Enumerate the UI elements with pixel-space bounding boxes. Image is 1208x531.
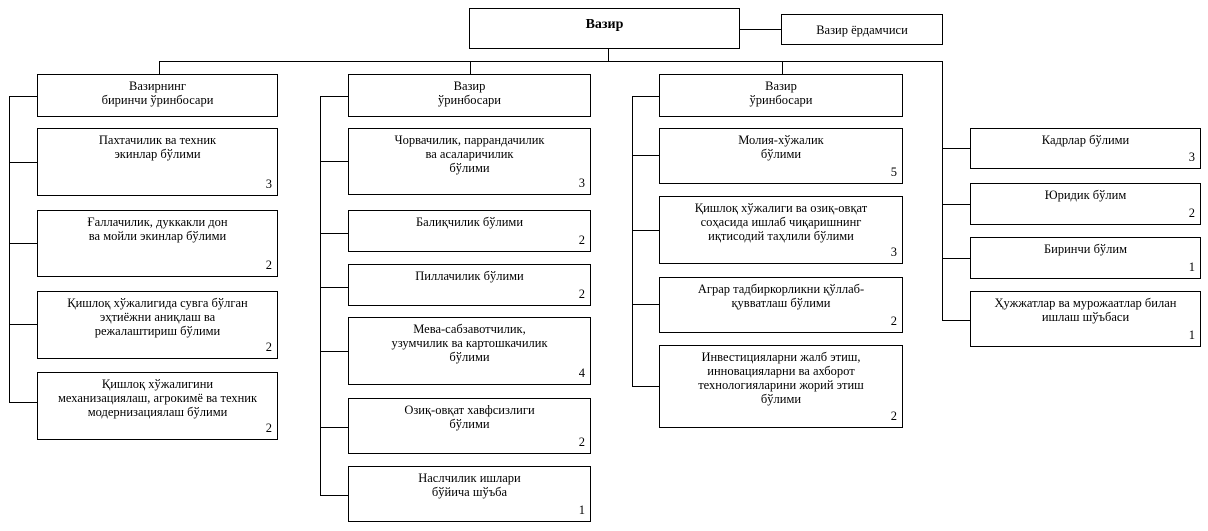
staff-count: 1 xyxy=(1188,328,1195,342)
staff-count: 4 xyxy=(578,366,585,380)
connector-col1-spine xyxy=(9,96,10,402)
department-box: Наслчилик ишлари бўйича шўъба 1 xyxy=(348,466,591,522)
department-box: Мева-сабзавотчилик, узумчилик ва картошк… xyxy=(348,317,591,385)
connector-col1-item-1 xyxy=(9,162,37,163)
connector-root-down xyxy=(608,48,609,62)
connector-col2-item-3 xyxy=(320,287,348,288)
staff-count: 3 xyxy=(1188,150,1195,164)
department-box: Ҳужжатлар ва мурожаатлар билан ишлаш шўъ… xyxy=(970,291,1201,347)
connector-col4-item-1 xyxy=(942,148,970,149)
department-label: Молия-хўжалик бўлими xyxy=(738,133,824,161)
connector-col4-item-2 xyxy=(942,204,970,205)
staff-count: 5 xyxy=(890,165,897,179)
department-label: Биринчи бўлим xyxy=(1043,242,1128,256)
connector-col1-drop xyxy=(159,61,160,74)
department-box: Қишлоқ хўжалиги ва озиқ-овқат соҳасида и… xyxy=(659,196,903,264)
department-label: Юридик бўлим xyxy=(1044,188,1127,202)
connector-col3-item-3 xyxy=(632,304,659,305)
department-box: Пиллачилик бўлими 2 xyxy=(348,264,591,306)
staff-count: 3 xyxy=(578,176,585,190)
department-label: Қишлоқ хўжалигида сувга бўлган эҳтиёжни … xyxy=(67,296,248,338)
connector-col2-item-5 xyxy=(320,427,348,428)
department-label: Мева-сабзавотчилик, узумчилик ва картошк… xyxy=(391,322,548,364)
department-label: Наслчилик ишлари бўйича шўъба xyxy=(418,471,521,499)
department-label: Қишлоқ хўжалиги ва озиқ-овқат соҳасида и… xyxy=(694,201,868,243)
staff-count: 2 xyxy=(1188,206,1195,220)
connector-top-bus xyxy=(159,61,943,62)
staff-count: 1 xyxy=(578,503,585,517)
connector-col3-item-4 xyxy=(632,386,659,387)
deputy-box: Вазир ўринбосари xyxy=(659,74,903,117)
department-label: Чорвачилик, паррандачилик ва асаларичили… xyxy=(394,133,545,175)
department-box: Инвестицияларни жалб этиш, инновацияларн… xyxy=(659,345,903,428)
department-box: Балиқчилик бўлими 2 xyxy=(348,210,591,252)
staff-count: 2 xyxy=(890,314,897,328)
department-label: Қишлоқ хўжалигини механизациялаш, агроки… xyxy=(57,377,258,419)
department-label: Балиқчилик бўлими xyxy=(415,215,524,229)
connector-col4-item-3 xyxy=(942,258,970,259)
department-label: Ғаллачилик, дуккакли дон ва мойли экинла… xyxy=(87,215,228,243)
staff-count: 3 xyxy=(265,177,272,191)
connector-col1-head xyxy=(9,96,37,97)
connector-col1-item-2 xyxy=(9,243,37,244)
connector-col3-drop xyxy=(782,61,783,74)
first-deputy-label: Вазирнинг биринчи ўринбосари xyxy=(101,79,214,107)
department-box: Молия-хўжалик бўлими 5 xyxy=(659,128,903,184)
connector-col4-item-4 xyxy=(942,320,970,321)
department-box: Юридик бўлим 2 xyxy=(970,183,1201,225)
staff-count: 1 xyxy=(1188,260,1195,274)
connector-col4-spine xyxy=(942,61,943,320)
connector-col2-drop xyxy=(470,61,471,74)
connector-col2-spine xyxy=(320,96,321,496)
staff-count: 2 xyxy=(578,287,585,301)
department-label: Аграр тадбиркорликни қўллаб- қувватлаш б… xyxy=(697,282,865,310)
department-box: Аграр тадбиркорликни қўллаб- қувватлаш б… xyxy=(659,277,903,333)
connector-col3-item-2 xyxy=(632,230,659,231)
minister-label: Вазир xyxy=(585,17,624,32)
connector-col1-item-3 xyxy=(9,324,37,325)
deputy-box: Вазир ўринбосари xyxy=(348,74,591,117)
department-box: Кадрлар бўлими 3 xyxy=(970,128,1201,169)
assistant-label: Вазир ёрдамчиси xyxy=(816,23,908,37)
staff-count: 2 xyxy=(890,409,897,423)
minister-box: Вазир xyxy=(469,8,740,49)
department-box: Биринчи бўлим 1 xyxy=(970,237,1201,279)
staff-count: 2 xyxy=(265,258,272,272)
first-deputy-box: Вазирнинг биринчи ўринбосари xyxy=(37,74,278,117)
connector-col3-head xyxy=(632,96,659,97)
staff-count: 2 xyxy=(578,435,585,449)
department-box: Ғаллачилик, дуккакли дон ва мойли экинла… xyxy=(37,210,278,277)
assistant-box: Вазир ёрдамчиси xyxy=(781,14,943,45)
connector-col2-item-4 xyxy=(320,351,348,352)
connector-root-assistant xyxy=(740,29,781,30)
department-label: Ҳужжатлар ва мурожаатлар билан ишлаш шўъ… xyxy=(994,296,1177,324)
department-label: Инвестицияларни жалб этиш, инновацияларн… xyxy=(698,350,864,406)
staff-count: 3 xyxy=(890,245,897,259)
connector-col1-item-4 xyxy=(9,402,37,403)
connector-col2-item-1 xyxy=(320,161,348,162)
department-box: Қишлоқ хўжалигида сувга бўлган эҳтиёжни … xyxy=(37,291,278,359)
staff-count: 2 xyxy=(265,421,272,435)
connector-col3-item-1 xyxy=(632,155,659,156)
connector-col2-item-2 xyxy=(320,233,348,234)
staff-count: 2 xyxy=(578,233,585,247)
department-box: Чорвачилик, паррандачилик ва асаларичили… xyxy=(348,128,591,195)
connector-col3-spine xyxy=(632,96,633,387)
department-box: Озиқ-овқат хавфсизлиги бўлими 2 xyxy=(348,398,591,454)
deputy-label: Вазир ўринбосари xyxy=(749,79,813,107)
department-label: Пахтачилик ва техник экинлар бўлими xyxy=(98,133,217,161)
connector-col2-head xyxy=(320,96,348,97)
department-label: Пиллачилик бўлими xyxy=(415,269,524,283)
department-box: Қишлоқ хўжалигини механизациялаш, агроки… xyxy=(37,372,278,440)
department-label: Озиқ-овқат хавфсизлиги бўлими xyxy=(404,403,535,431)
staff-count: 2 xyxy=(265,340,272,354)
connector-col2-item-6 xyxy=(320,495,348,496)
department-label: Кадрлар бўлими xyxy=(1041,133,1130,147)
department-box: Пахтачилик ва техник экинлар бўлими 3 xyxy=(37,128,278,196)
deputy-label: Вазир ўринбосари xyxy=(438,79,501,107)
